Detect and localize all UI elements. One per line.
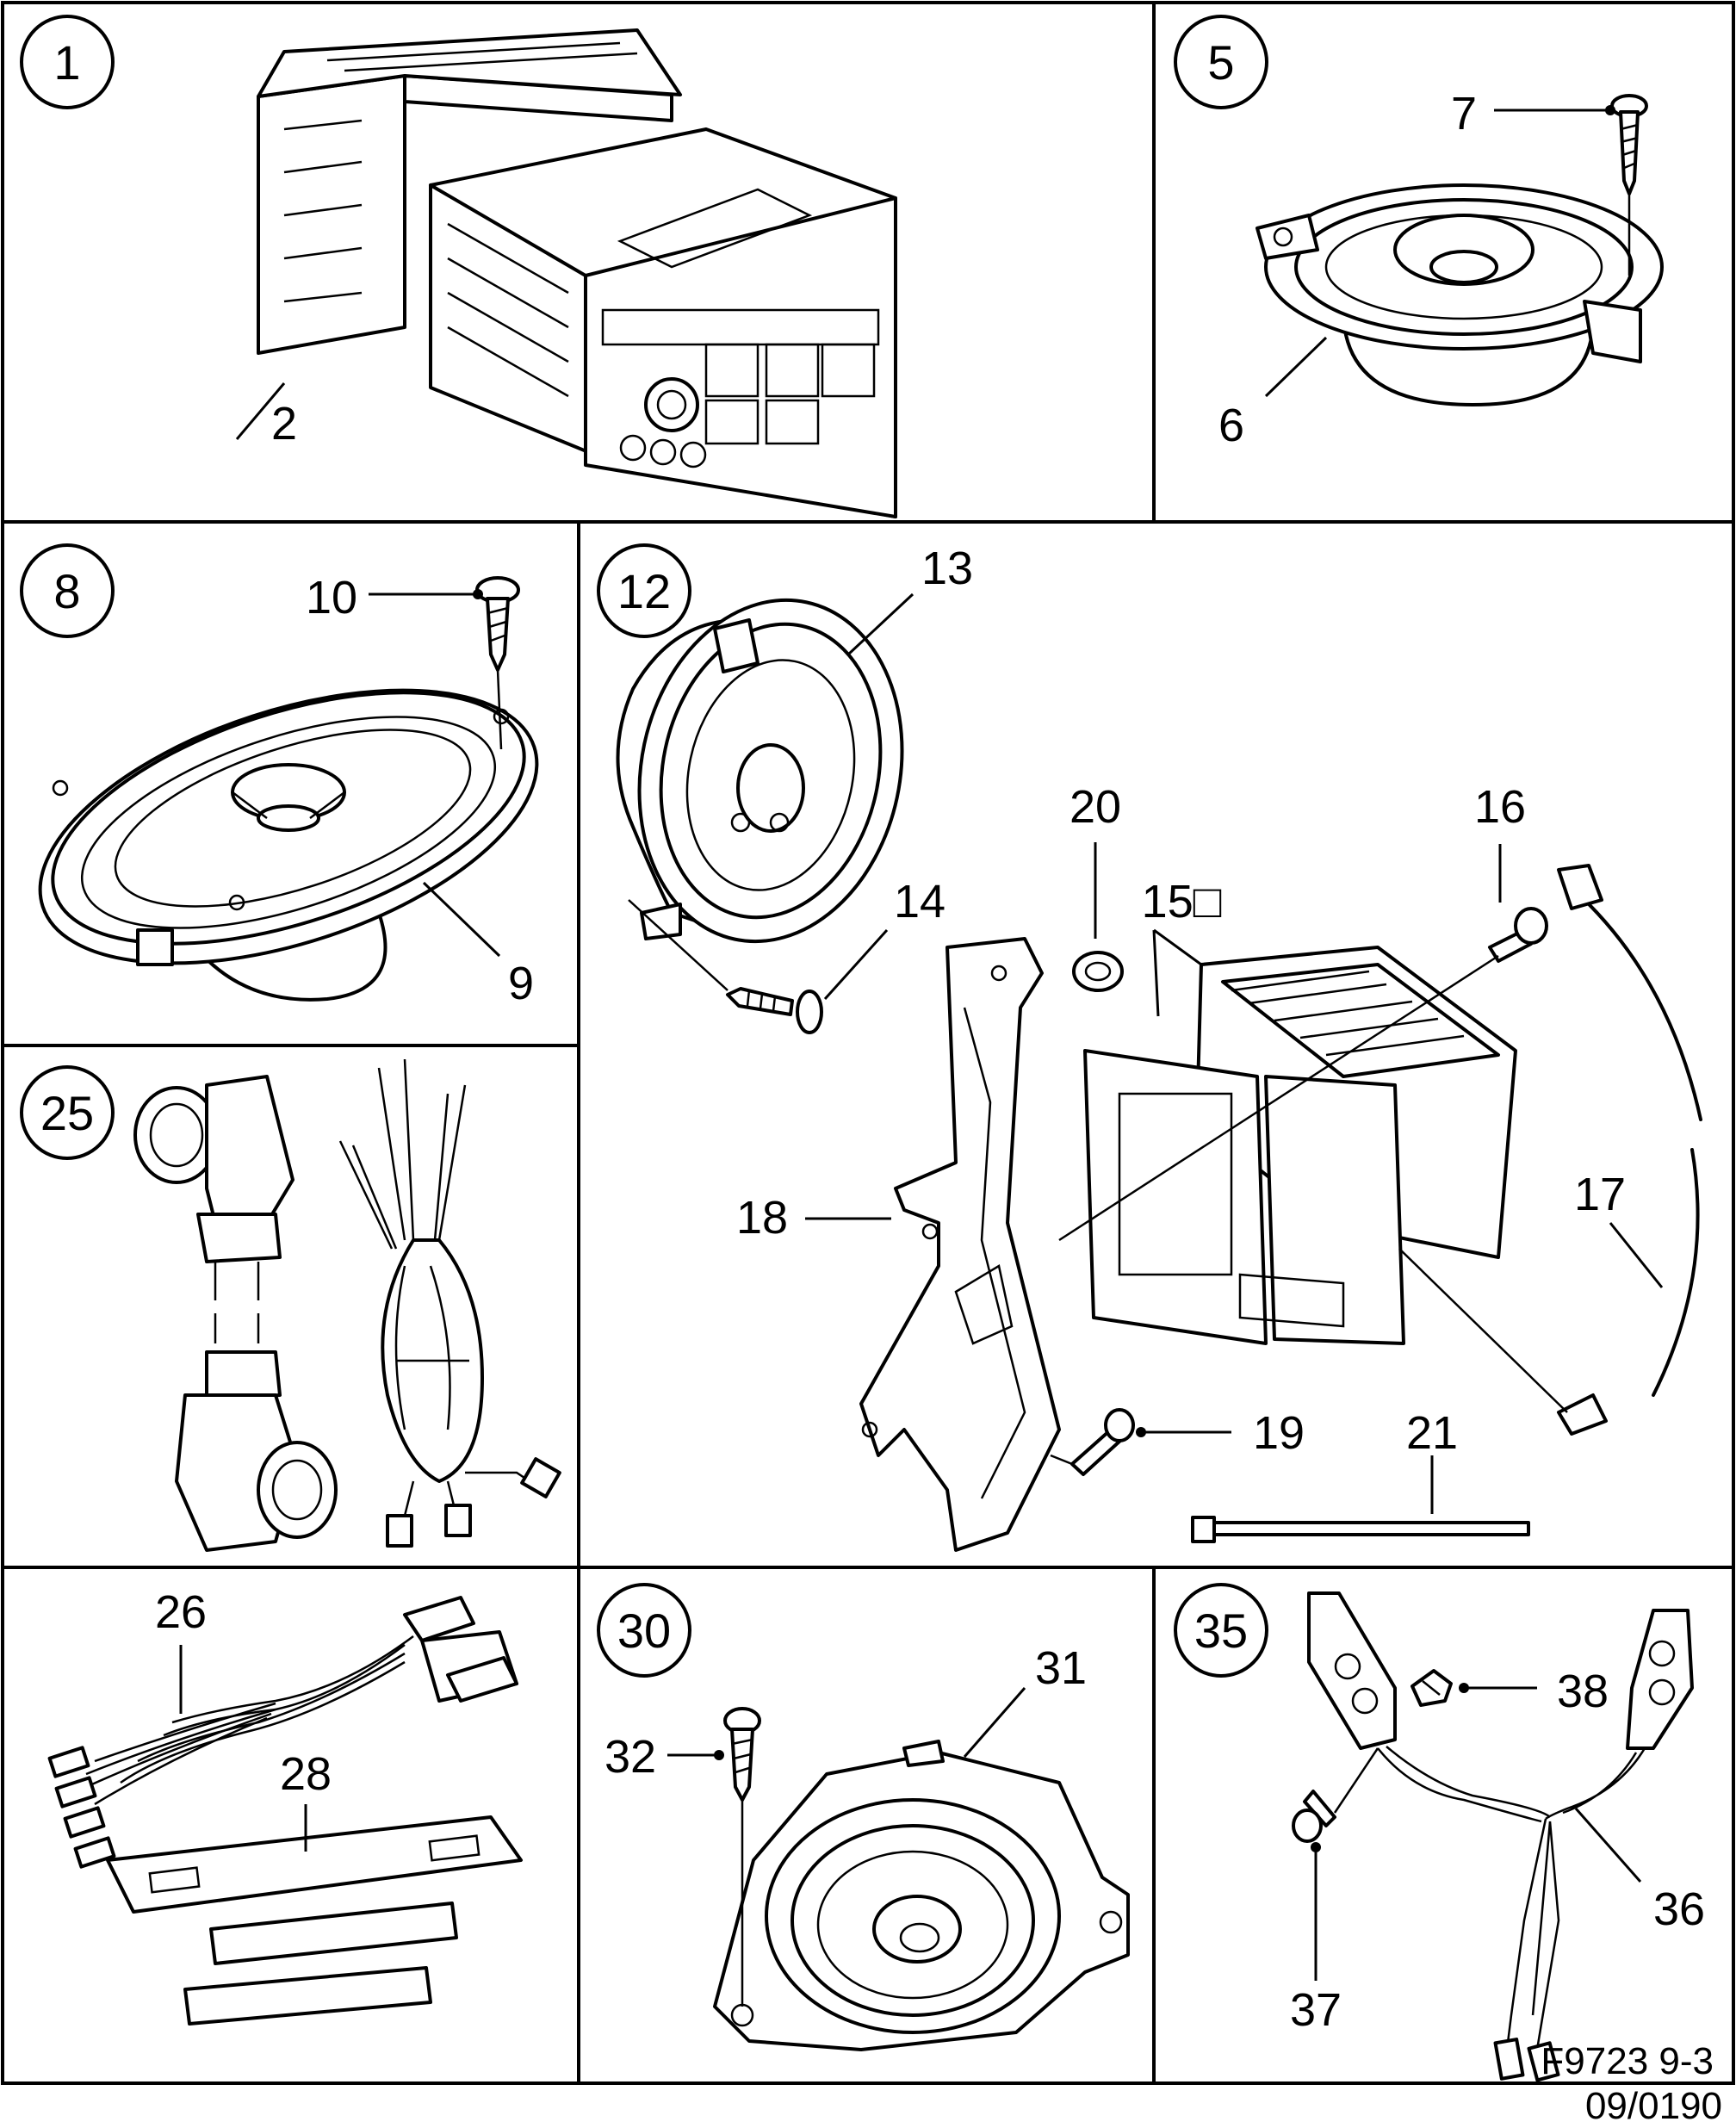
panel-number-circle xyxy=(20,1065,115,1160)
screw-14-drawing xyxy=(628,899,823,1034)
panel-25: 25 xyxy=(20,1058,561,1552)
clip-38-drawing xyxy=(1410,1669,1453,1707)
panel-grid xyxy=(1,1,1735,2085)
panel-number-circle xyxy=(597,543,691,638)
callout-14: 14 xyxy=(894,876,946,928)
panel-number-circle xyxy=(20,15,115,109)
leader-9 xyxy=(422,881,501,958)
callout-15: 15□ xyxy=(1142,876,1222,928)
panel-number-circle xyxy=(597,1583,691,1678)
callout-2: 2 xyxy=(271,398,297,450)
panel-number-circle xyxy=(1174,15,1268,109)
callout-6: 6 xyxy=(1218,400,1244,451)
bracket-18-drawing xyxy=(859,937,1061,1552)
cable-17-drawing xyxy=(1557,864,1702,1436)
leader-6 xyxy=(1264,336,1328,398)
callout-20: 20 xyxy=(1070,781,1121,833)
screw-16-drawing xyxy=(1058,907,1548,1242)
adapter-harness-26-drawing xyxy=(47,1596,518,1869)
panel-26: 26 28 xyxy=(47,1586,523,2026)
screw-19-drawing xyxy=(1050,1408,1135,1476)
screw-37-drawing xyxy=(1292,1747,1380,1843)
small-speaker-drawing xyxy=(1256,183,1664,406)
leader-17b xyxy=(1398,1248,1568,1413)
panel-number-circle xyxy=(20,543,115,638)
leader-31 xyxy=(963,1687,1026,1758)
panel-35: 35 38 36 37 xyxy=(1174,1583,1705,2082)
callout-21: 21 xyxy=(1406,1407,1458,1459)
panel-30: 30 31 32 xyxy=(597,1583,1130,2051)
callout-16: 16 xyxy=(1474,781,1526,833)
panel-1: 1 2 xyxy=(20,15,897,518)
radio-unit-drawing xyxy=(257,28,897,518)
callout-9: 9 xyxy=(508,958,534,1009)
panel-number: 1 xyxy=(53,35,80,90)
panel-number: 30 xyxy=(617,1604,671,1658)
callout-26: 26 xyxy=(155,1586,207,1638)
callout-7: 7 xyxy=(1451,88,1477,140)
leader-13 xyxy=(846,592,914,656)
leader-14 xyxy=(823,928,889,1001)
panel-5: 5 7 6 xyxy=(1174,15,1664,451)
panel-number: 5 xyxy=(1207,35,1234,90)
callout-32: 32 xyxy=(604,1731,656,1783)
document-code: 09/0190 xyxy=(1585,2085,1722,2127)
leader-2 xyxy=(235,382,286,440)
leader-15 xyxy=(1152,928,1202,1017)
figure-code: F9723 9-3 xyxy=(1541,2040,1714,2082)
door-speaker-13-drawing xyxy=(616,598,904,944)
panel-number: 35 xyxy=(1194,1604,1248,1658)
screw-7-drawing xyxy=(1610,94,1648,276)
callout-38: 38 xyxy=(1557,1666,1609,1717)
callout-19: 19 xyxy=(1253,1407,1305,1459)
panel-number-circle xyxy=(1174,1583,1268,1678)
leader-36 xyxy=(1574,1808,1642,1883)
callout-10: 10 xyxy=(306,572,357,624)
panel-number: 12 xyxy=(617,564,671,618)
callout-18: 18 xyxy=(736,1192,788,1244)
panel-12: 12 13 14 20 xyxy=(597,543,1702,1552)
cable-tie-21-drawing xyxy=(1191,1516,1530,1543)
callout-37: 37 xyxy=(1290,1984,1342,2036)
callout-28: 28 xyxy=(280,1748,332,1800)
callout-13: 13 xyxy=(921,543,973,594)
switch-harness-36-drawing xyxy=(1307,1591,1694,2082)
foam-pads-28-drawing xyxy=(106,1815,523,2026)
amplifier-15-drawing xyxy=(1083,946,1517,1345)
screw-32-drawing xyxy=(723,1707,761,2007)
callout-31: 31 xyxy=(1035,1642,1087,1694)
panel-8: 8 10 9 xyxy=(20,543,539,1009)
panel-number: 25 xyxy=(40,1086,94,1140)
dash-speaker-31-drawing xyxy=(713,1740,1130,2051)
leader-17 xyxy=(1609,1222,1664,1288)
oval-speaker-drawing xyxy=(38,688,539,1002)
wiring-harness-drawing xyxy=(338,1058,561,1548)
grommet-20-drawing xyxy=(1072,951,1124,992)
callout-17: 17 xyxy=(1574,1169,1626,1220)
connector-pair-drawing xyxy=(133,1075,338,1552)
callout-36: 36 xyxy=(1653,1883,1705,1935)
panel-number: 8 xyxy=(53,564,80,618)
